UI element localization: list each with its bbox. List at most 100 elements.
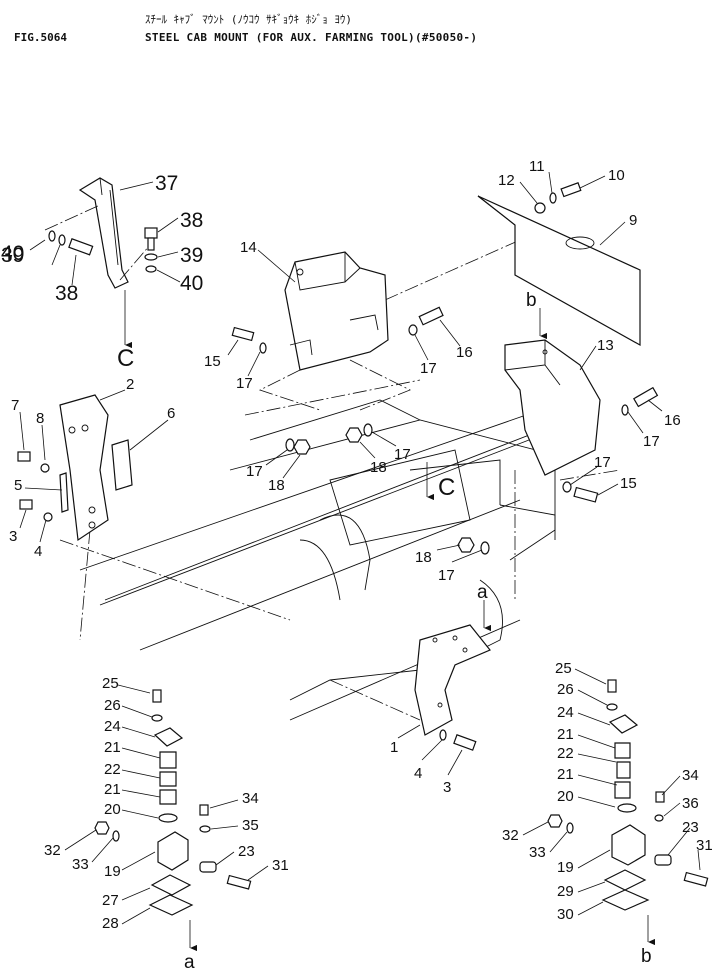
bolt-38-upper	[144, 227, 158, 251]
callout-15-left: 15	[204, 353, 221, 370]
bracket-2	[59, 394, 109, 542]
callout-4-lower: 4	[414, 765, 422, 782]
mount-stack-right	[547, 679, 709, 911]
callout-35-left: 35	[242, 817, 259, 834]
view-ref-c-center: C	[438, 474, 455, 501]
bolt-10-11-12	[534, 182, 582, 214]
callout-12: 12	[498, 172, 515, 189]
callout-37: 37	[155, 172, 178, 195]
callout-25-left: 25	[102, 675, 119, 692]
view-ref-a-bottom: a	[184, 952, 195, 969]
callout-40-left: 40	[1, 242, 24, 265]
plate-9	[477, 195, 641, 347]
bolt-15-left	[231, 326, 267, 354]
callout-17-center: 17	[246, 463, 263, 480]
callout-24-right: 24	[557, 704, 574, 721]
callout-22-right: 22	[557, 745, 574, 762]
bracket-13	[504, 339, 601, 476]
callout-25-right: 25	[555, 660, 572, 677]
view-ref-a-top: a	[477, 582, 488, 603]
callout-8: 8	[36, 410, 44, 427]
callout-38-upper: 38	[180, 209, 203, 232]
callout-22-left: 22	[104, 761, 121, 778]
callout-23-right: 23	[682, 819, 699, 836]
callout-31-left: 31	[272, 857, 289, 874]
callout-18-upper: 18	[370, 459, 387, 476]
callout-26-left: 26	[104, 697, 121, 714]
callout-19-left: 19	[104, 863, 121, 880]
callout-17-right: 17	[643, 433, 660, 450]
callout-13: 13	[597, 337, 614, 354]
callout-39-right: 39	[180, 244, 203, 267]
callout-17-upper: 17	[394, 446, 411, 463]
bolts-3-7-washers-4-8	[17, 451, 53, 522]
plate-6	[111, 439, 133, 491]
bolt-3-washer-4-lower	[439, 729, 477, 751]
callout-17-lower: 17	[594, 454, 611, 471]
bolt-16-right	[621, 386, 659, 416]
mount-stack-left	[94, 689, 252, 916]
callout-33-right: 33	[529, 844, 546, 861]
callout-32-left: 32	[44, 842, 61, 859]
callout-32-right: 32	[502, 827, 519, 844]
callout-16-right: 16	[664, 412, 681, 429]
leader-lines	[19, 171, 701, 925]
callout-21-left-b: 21	[104, 781, 121, 798]
callout-34-left: 34	[242, 790, 259, 807]
callout-3-lower: 3	[443, 779, 451, 796]
callout-40-right: 40	[180, 272, 203, 295]
callout-21-right-a: 21	[557, 726, 574, 743]
figure-number: FIG.5064	[14, 31, 67, 44]
callout-2: 2	[126, 376, 134, 393]
callout-11: 11	[529, 158, 545, 175]
callout-26-right: 26	[557, 681, 574, 698]
callout-18-lower: 18	[415, 549, 432, 566]
callout-17-mid: 17	[420, 360, 437, 377]
callout-33-left: 33	[72, 856, 89, 873]
bolt-15-right	[562, 481, 599, 503]
nuts-18-washers-17	[285, 423, 490, 555]
callout-14: 14	[240, 239, 257, 256]
callout-9: 9	[629, 212, 637, 229]
view-ref-c-left: C	[117, 345, 134, 372]
callout-16-mid: 16	[456, 344, 473, 361]
callout-24-left: 24	[104, 718, 121, 735]
callout-20-left: 20	[104, 801, 121, 818]
callout-21-right-b: 21	[557, 766, 574, 783]
callout-23-left: 23	[238, 843, 255, 860]
bracket-14	[284, 251, 389, 371]
callout-7: 7	[11, 397, 19, 414]
callout-5: 5	[14, 477, 22, 494]
callout-30-right: 30	[557, 906, 574, 923]
title-japanese: ｽﾁｰﾙ ｷｬﾌﾞ ﾏｳﾝﾄ (ﾉｳｺｳ ｻｷﾞｮｳｷ ﾎｼﾞｮ ﾖｳ)	[145, 13, 352, 26]
callout-1: 1	[390, 739, 398, 756]
callout-6: 6	[167, 405, 175, 422]
callout-28-left: 28	[102, 915, 119, 932]
callout-34-right: 34	[682, 767, 699, 784]
bolt-38-lower	[48, 230, 94, 256]
callout-31-right: 31	[696, 837, 713, 854]
view-reference-letters: C C b b a a	[117, 290, 652, 969]
bolt-16-washer-17	[408, 306, 444, 336]
bracket-1	[414, 624, 491, 736]
plate-5	[59, 472, 69, 513]
title-english: STEEL CAB MOUNT (FOR AUX. FARMING TOOL)(…	[145, 31, 478, 44]
callout-17-lower-mid: 17	[438, 567, 455, 584]
callout-19-right: 19	[557, 859, 574, 876]
callout-4-left: 4	[34, 543, 42, 560]
washers-39-40-right	[144, 253, 158, 273]
callout-20-right: 20	[557, 788, 574, 805]
callout-3-left: 3	[9, 528, 17, 545]
callout-18-center: 18	[268, 477, 285, 494]
callout-39-left: 39	[1, 244, 24, 267]
callout-17-left: 17	[236, 375, 253, 392]
bracket-37	[44, 177, 151, 289]
callout-10: 10	[608, 167, 625, 184]
callout-21-left-a: 21	[104, 739, 121, 756]
callout-numbers: 37 38 39 40 40 39 38 11 12 10 9 14 15 17…	[1, 158, 713, 932]
callout-27-left: 27	[102, 892, 119, 909]
callout-38-lower: 38	[55, 282, 78, 305]
view-ref-b-top: b	[526, 290, 537, 311]
